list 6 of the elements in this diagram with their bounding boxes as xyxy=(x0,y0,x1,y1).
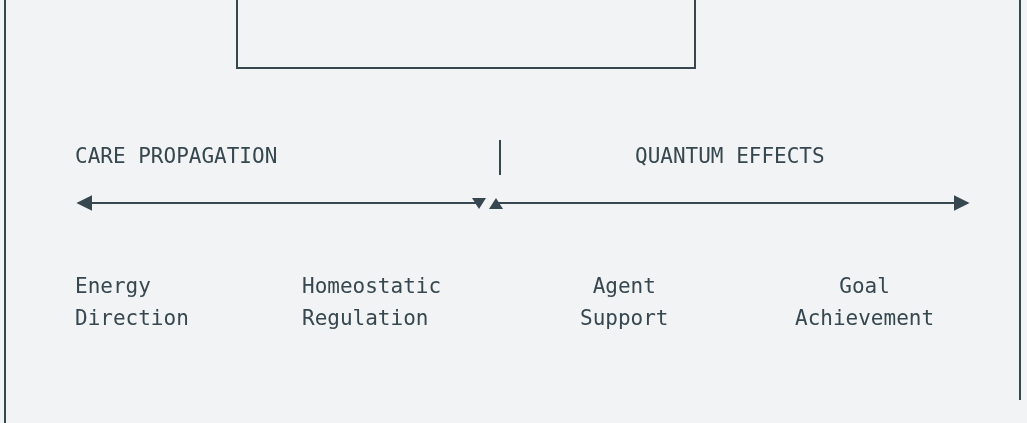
section-heading: CARE PROPAGATION xyxy=(75,143,278,170)
section-heading: QUANTUM EFFECTS xyxy=(635,143,825,170)
item-label: Agent Support xyxy=(580,273,669,332)
item-label: Homeostatic Regulation xyxy=(302,273,442,332)
item-label: Goal Achievement xyxy=(795,273,935,332)
item-label: Energy Direction xyxy=(75,273,190,332)
